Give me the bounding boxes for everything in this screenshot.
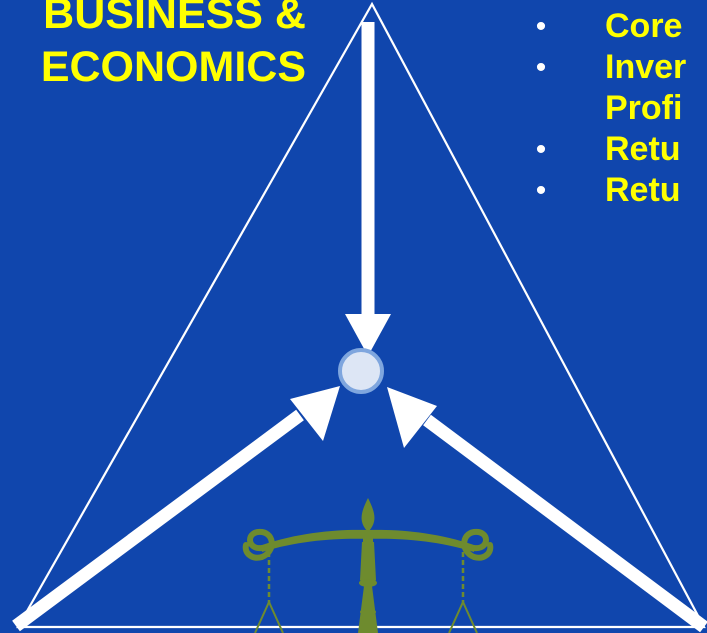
right-arrow-shaft — [423, 414, 707, 633]
bullet-item: • Core — [526, 6, 686, 47]
bullet-text: Retu — [605, 130, 681, 168]
section-heading: BUSINESS & ECONOMICS — [0, 0, 306, 94]
center-node-icon — [338, 348, 384, 394]
bullet-text: Core — [605, 7, 683, 45]
bullet-marker: • — [535, 174, 547, 207]
bullet-item: • Retu — [526, 170, 686, 211]
left-arrow-shaft — [12, 409, 304, 632]
bullet-marker: • — [535, 51, 547, 84]
bullet-marker: • — [535, 10, 547, 43]
heading-line-2: ECONOMICS — [40, 43, 306, 91]
balance-scales-icon — [242, 498, 494, 633]
top-arrow-head — [345, 314, 391, 356]
left-arrow-head — [290, 386, 340, 441]
bullet-item: Profi — [526, 88, 686, 129]
bullet-text: Profi — [605, 89, 683, 127]
right-arrow-head — [387, 387, 437, 448]
bullet-item: • Retu — [526, 129, 686, 170]
bullet-text: Inver — [605, 48, 687, 86]
heading-line-1: BUSINESS & — [43, 0, 306, 38]
bullet-text: Retu — [605, 171, 681, 209]
bullet-list: • Core • Inver Profi • Retu • Retu — [526, 6, 687, 211]
bullet-marker: • — [535, 133, 547, 166]
bullet-item: • Inver — [526, 47, 687, 88]
